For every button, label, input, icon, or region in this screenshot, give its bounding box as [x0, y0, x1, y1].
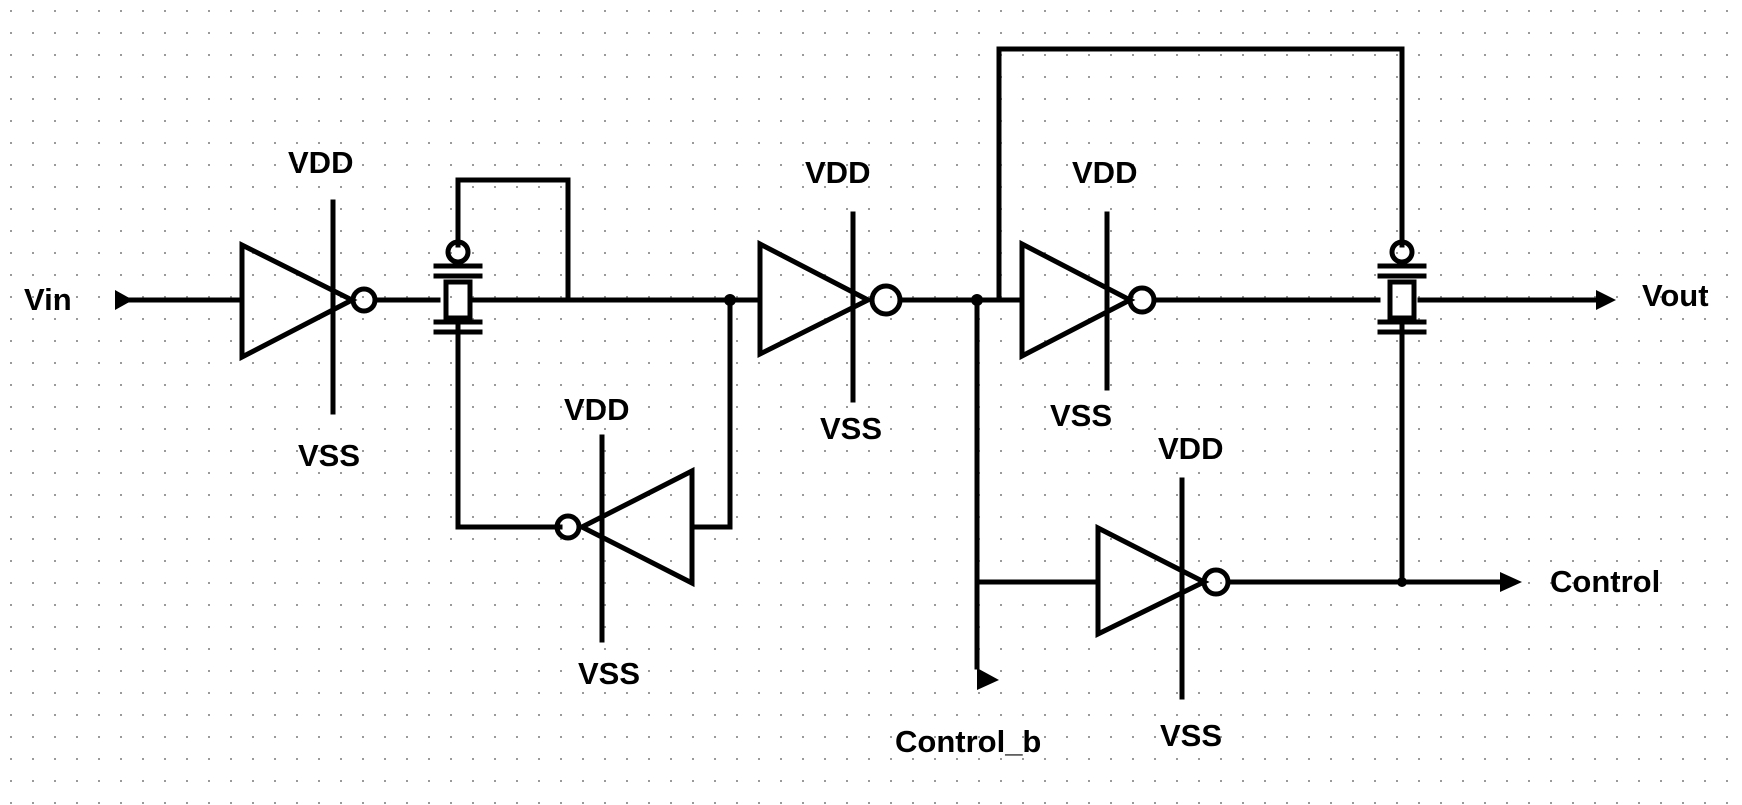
transmission-gate-2: [1377, 239, 1427, 335]
inverter-3-vdd-label: VDD: [805, 155, 870, 190]
labels: Vin Vout Control Control_b VDD VSS VDD V…: [24, 145, 1709, 759]
vout-port-arrow: [1596, 290, 1616, 310]
tg1-channel-body: [443, 279, 473, 321]
inverter-3-vss-label: VSS: [820, 411, 882, 446]
inverter-2-body: [576, 466, 695, 588]
inverter-4-vdd-label: VDD: [1072, 155, 1137, 190]
inverter-2-vdd-label: VDD: [564, 392, 629, 427]
vin-label: Vin: [24, 282, 72, 317]
control-label: Control: [1550, 564, 1660, 599]
inverter-1-body: [239, 240, 358, 362]
inverter-1-bubble: [350, 286, 378, 314]
vout-label: Vout: [1642, 278, 1709, 313]
inverter-4-vss-label: VSS: [1050, 398, 1112, 433]
port-markers: [115, 290, 1616, 690]
inverter-4-body: [1019, 239, 1136, 361]
tg1-gate-bubble: [445, 239, 471, 265]
tg2-channel-body: [1387, 279, 1417, 321]
vin-port-arrow: [115, 290, 133, 310]
inverter-5-body: [1095, 523, 1210, 639]
inverter-1-vdd-label: VDD: [288, 145, 353, 180]
inverter-3: [757, 211, 903, 403]
wire-tg1-to-inv2-out: [455, 315, 563, 530]
inverter-2: [554, 434, 695, 643]
inverter-5: [1095, 477, 1231, 700]
inverter-1: [239, 199, 378, 415]
wire-top-feedback: [996, 46, 1405, 303]
inverter-4: [1019, 211, 1157, 391]
inverter-2-vss-label: VSS: [578, 656, 640, 691]
inverter-2-bubble: [554, 513, 582, 541]
junctions: [724, 294, 1407, 587]
inverter-5-vss-label: VSS: [1160, 718, 1222, 753]
junction-dot: [724, 294, 736, 306]
inverter-3-body: [757, 239, 874, 359]
inverter-4-bubble: [1127, 285, 1157, 315]
junction-dot: [971, 294, 983, 306]
wire-latch-to-inv2-in: [689, 297, 733, 530]
wire-tg1-gate-feedback: [455, 177, 571, 303]
control-b-label: Control_b: [895, 724, 1041, 759]
junction-dot: [1397, 577, 1407, 587]
inverter-3-bubble: [869, 283, 903, 317]
inverter-5-bubble: [1201, 567, 1231, 597]
control-port-arrow: [1500, 572, 1522, 592]
transmission-gate-1: [433, 239, 483, 335]
inverter-5-vdd-label: VDD: [1158, 431, 1223, 466]
inverter-1-vss-label: VSS: [298, 438, 360, 473]
wires: [122, 46, 1603, 670]
control-b-port-arrow: [977, 668, 999, 690]
tg2-gate-bubble: [1389, 239, 1415, 265]
